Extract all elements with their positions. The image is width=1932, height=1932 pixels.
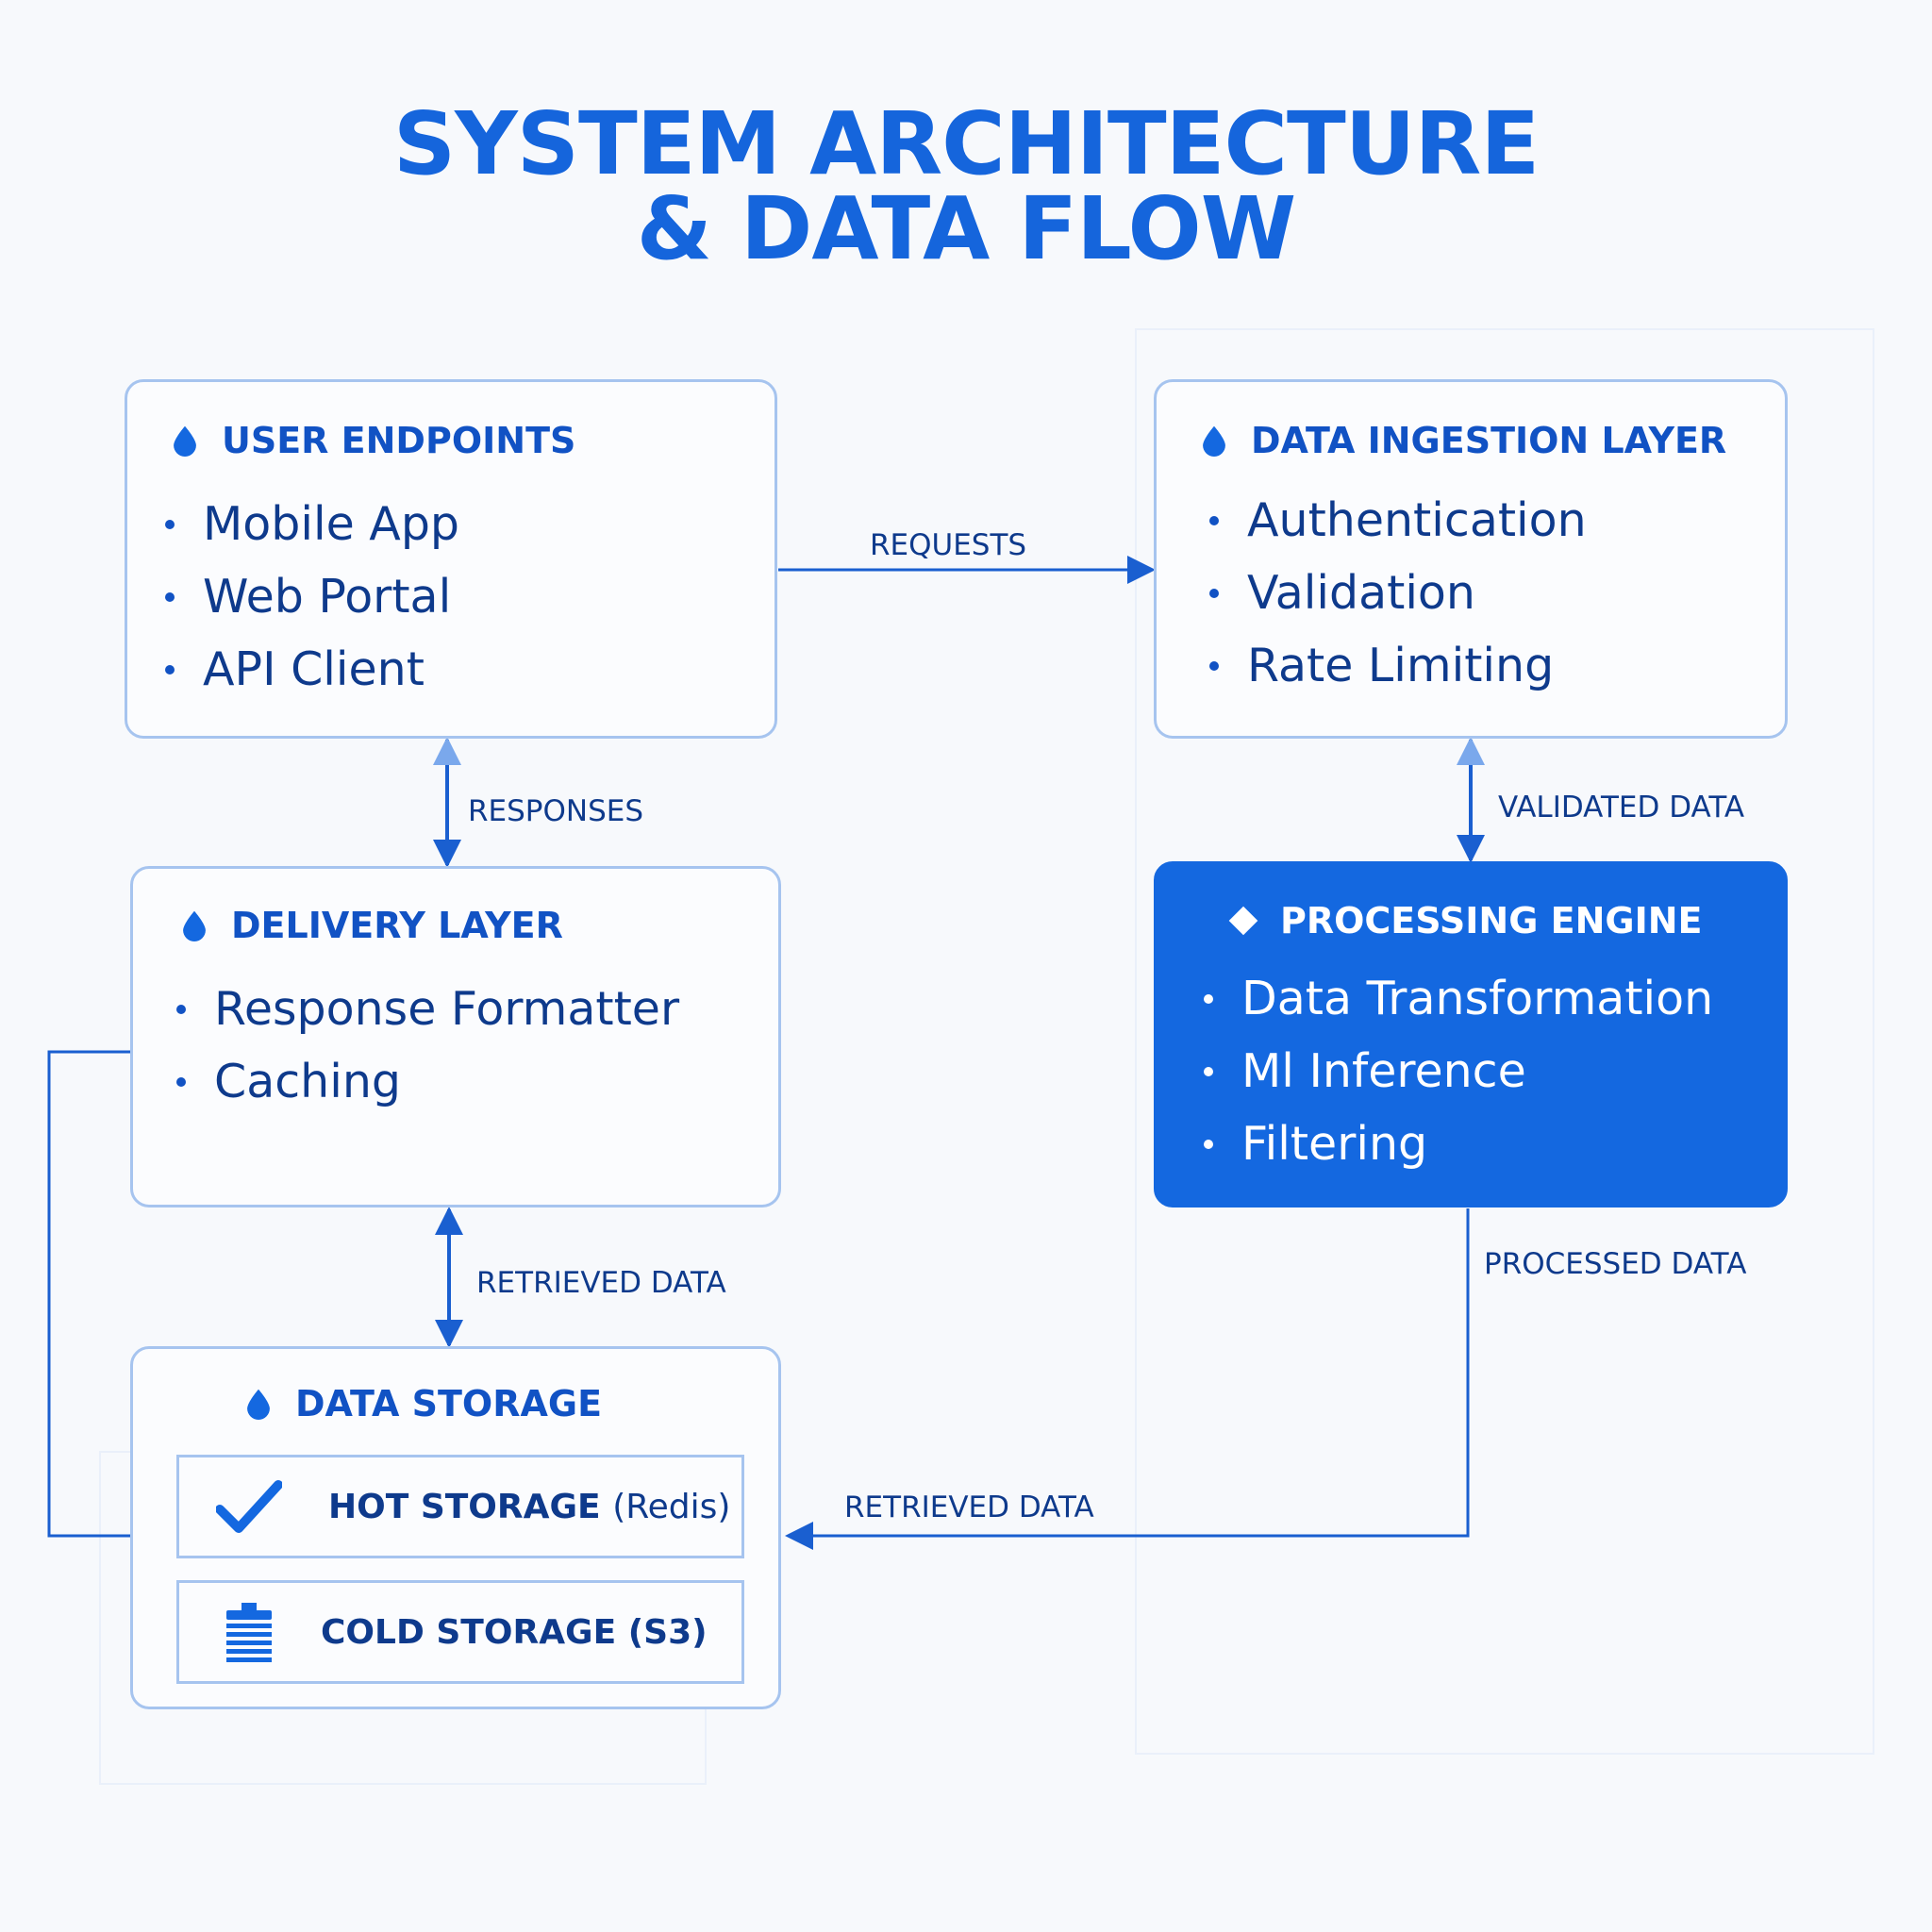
cold-storage-label: COLD STORAGE (S3) (321, 1612, 708, 1652)
processed-data-label: PROCESSED DATA (1484, 1247, 1747, 1281)
bullet-icon (165, 664, 175, 675)
checkmark-icon (211, 1479, 287, 1534)
database-icon (211, 1601, 287, 1663)
list-item-label: Caching (214, 1055, 402, 1108)
bullet-icon (1209, 660, 1219, 671)
responses-label: RESPONSES (468, 794, 644, 828)
retrieved-data-horizontal-label: RETRIEVED DATA (844, 1491, 1094, 1524)
data-ingestion-list: Authentication Validation Rate Limiting (1209, 484, 1587, 702)
hot-storage-detail: (Redis) (612, 1487, 731, 1526)
user-endpoints-list: Mobile App Web Portal API Client (165, 488, 459, 706)
processing-engine-list: Data Transformation Ml Inference Filteri… (1204, 962, 1713, 1180)
list-item: API Client (165, 633, 459, 706)
processing-engine-box: PROCESSING ENGINE Data Transformation Ml… (1154, 861, 1788, 1208)
list-item: Ml Inference (1204, 1035, 1713, 1108)
list-item-label: Rate Limiting (1247, 639, 1555, 692)
delivery-layer-header: DELIVERY LAYER (178, 905, 563, 946)
diamond-icon (1228, 906, 1258, 936)
requests-label: REQUESTS (870, 528, 1027, 562)
list-item: Response Formatter (176, 973, 679, 1045)
validated-data-label: VALIDATED DATA (1498, 791, 1745, 824)
data-ingestion-box: DATA INGESTION LAYER Authentication Vali… (1154, 379, 1788, 739)
data-ingestion-header: DATA INGESTION LAYER (1198, 420, 1726, 461)
hot-storage-row: HOT STORAGE (Redis) (176, 1455, 744, 1558)
list-item-label: Filtering (1241, 1117, 1428, 1171)
bullet-icon (1204, 1066, 1213, 1076)
bullet-icon (165, 519, 175, 529)
drop-icon (1203, 425, 1225, 457)
user-endpoints-title: USER ENDPOINTS (222, 420, 576, 461)
list-item: Caching (176, 1045, 679, 1118)
bullet-icon (176, 1076, 186, 1087)
retrieved-data-vertical-label: RETRIEVED DATA (476, 1266, 726, 1300)
title-line-1: SYSTEM ARCHITECTURE (392, 93, 1540, 194)
bullet-icon (176, 1004, 186, 1014)
processing-engine-header: PROCESSING ENGINE (1227, 900, 1703, 941)
list-item-label: Mobile App (203, 497, 460, 551)
page-title: SYSTEM ARCHITECTURE & DATA FLOW (0, 93, 1932, 279)
bullet-icon (165, 591, 175, 602)
list-item: Validation (1209, 557, 1587, 629)
bullet-icon (1209, 515, 1219, 525)
list-item: Mobile App (165, 488, 459, 560)
processing-engine-title: PROCESSING ENGINE (1280, 900, 1703, 941)
bullet-icon (1204, 1139, 1213, 1149)
data-storage-title: DATA STORAGE (295, 1383, 603, 1424)
title-line-2: & DATA FLOW (636, 178, 1296, 279)
data-storage-box: DATA STORAGE HOT STORAGE (Redis) COLD ST… (130, 1346, 781, 1709)
user-endpoints-box: USER ENDPOINTS Mobile App Web Portal API… (125, 379, 777, 739)
list-item-label: Ml Inference (1241, 1044, 1526, 1098)
delivery-layer-box: DELIVERY LAYER Response Formatter Cachin… (130, 866, 781, 1208)
list-item-label: Response Formatter (214, 982, 680, 1036)
drop-icon (247, 1389, 270, 1420)
drop-icon (174, 425, 196, 457)
bullet-icon (1204, 993, 1213, 1004)
delivery-layer-list: Response Formatter Caching (176, 973, 679, 1118)
list-item: Data Transformation (1204, 962, 1713, 1035)
hot-storage-label: HOT STORAGE (Redis) (328, 1488, 730, 1526)
processed-data-line (785, 1208, 1470, 1550)
feedback-loop-line (47, 1050, 130, 1538)
list-item-label: Authentication (1247, 493, 1587, 547)
data-storage-header: DATA STORAGE (242, 1383, 602, 1424)
cold-storage-row: COLD STORAGE (S3) (176, 1580, 744, 1684)
bullet-icon (1209, 588, 1219, 598)
hot-storage-name: HOT STORAGE (328, 1487, 601, 1526)
list-item: Filtering (1204, 1108, 1713, 1180)
list-item-label: Web Portal (203, 570, 452, 624)
list-item: Rate Limiting (1209, 629, 1587, 702)
list-item-label: Validation (1247, 566, 1475, 620)
drop-icon (183, 910, 206, 941)
delivery-layer-title: DELIVERY LAYER (231, 905, 563, 946)
data-ingestion-title: DATA INGESTION LAYER (1251, 420, 1727, 461)
list-item: Web Portal (165, 560, 459, 633)
list-item-label: API Client (203, 642, 425, 696)
list-item: Authentication (1209, 484, 1587, 557)
user-endpoints-header: USER ENDPOINTS (169, 420, 575, 461)
list-item-label: Data Transformation (1241, 972, 1714, 1025)
